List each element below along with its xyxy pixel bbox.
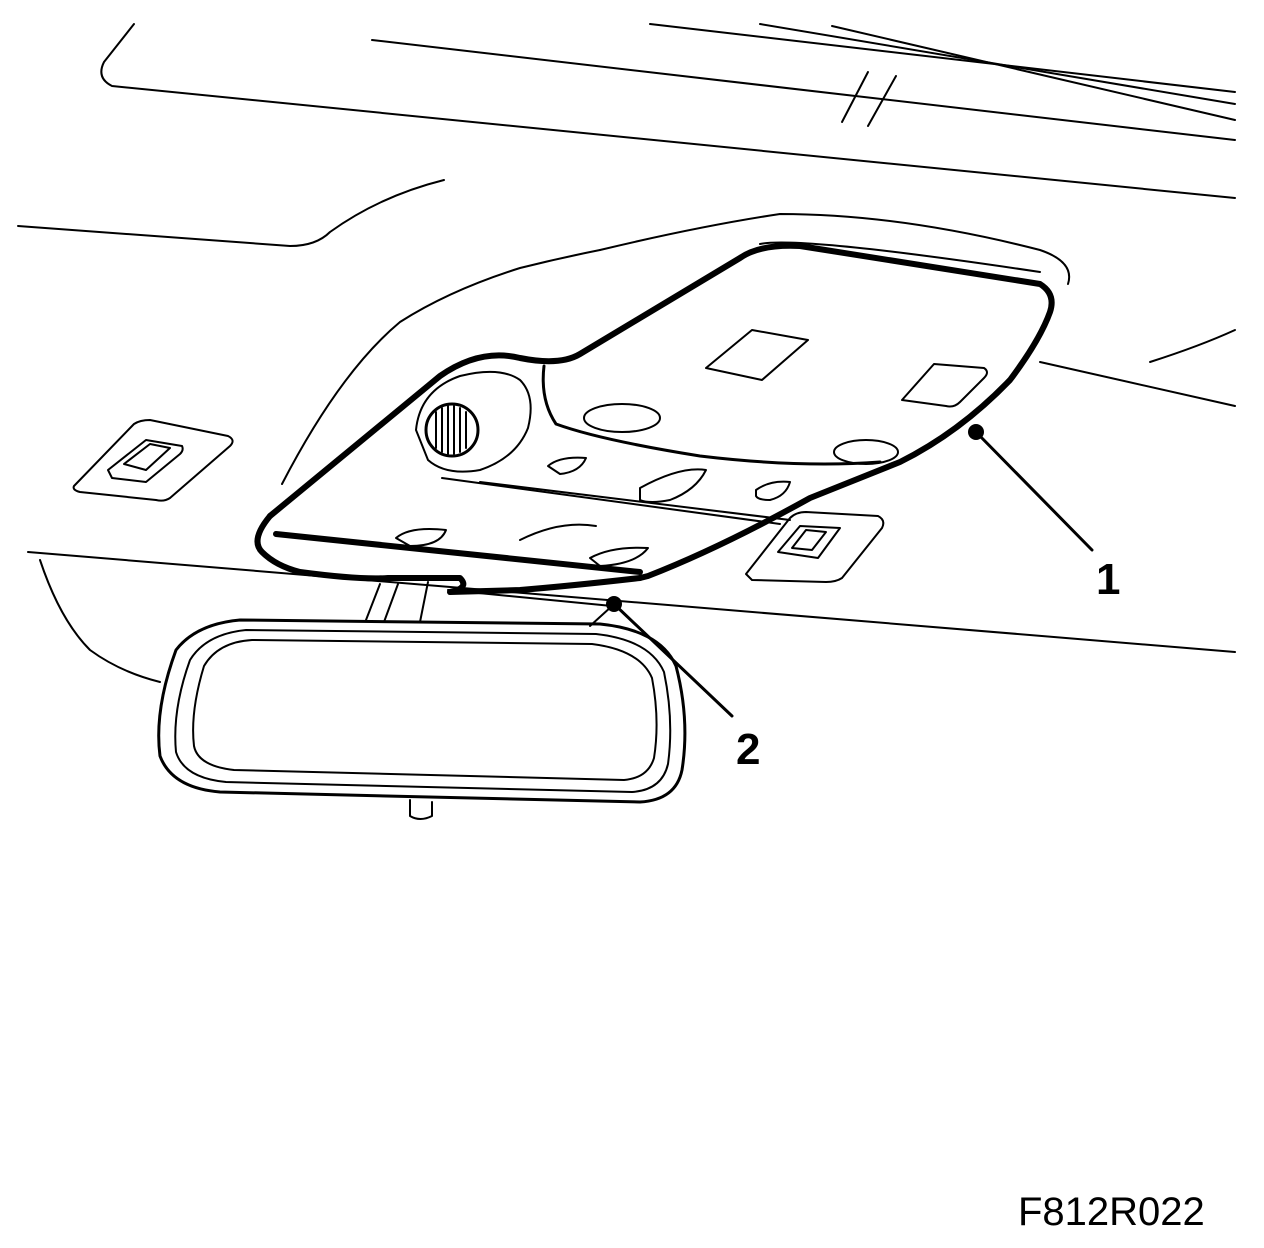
right-switch <box>745 511 885 583</box>
callout-2-number: 2 <box>736 725 760 774</box>
callout-1: 1 <box>968 424 1120 604</box>
roof-lining <box>17 23 1236 683</box>
console-housing <box>281 213 1071 485</box>
callout-2-leader <box>612 602 734 718</box>
console-controls <box>395 329 988 567</box>
rear-view-mirror <box>157 618 687 820</box>
figure-code: F812R022 <box>1018 1190 1205 1234</box>
callout-2: 2 <box>606 596 760 774</box>
callout-1-number: 1 <box>1096 555 1120 604</box>
callout-1-leader <box>974 430 1094 552</box>
speaker-grille <box>415 370 532 473</box>
console-outline <box>254 242 1055 595</box>
left-switch <box>72 419 234 502</box>
